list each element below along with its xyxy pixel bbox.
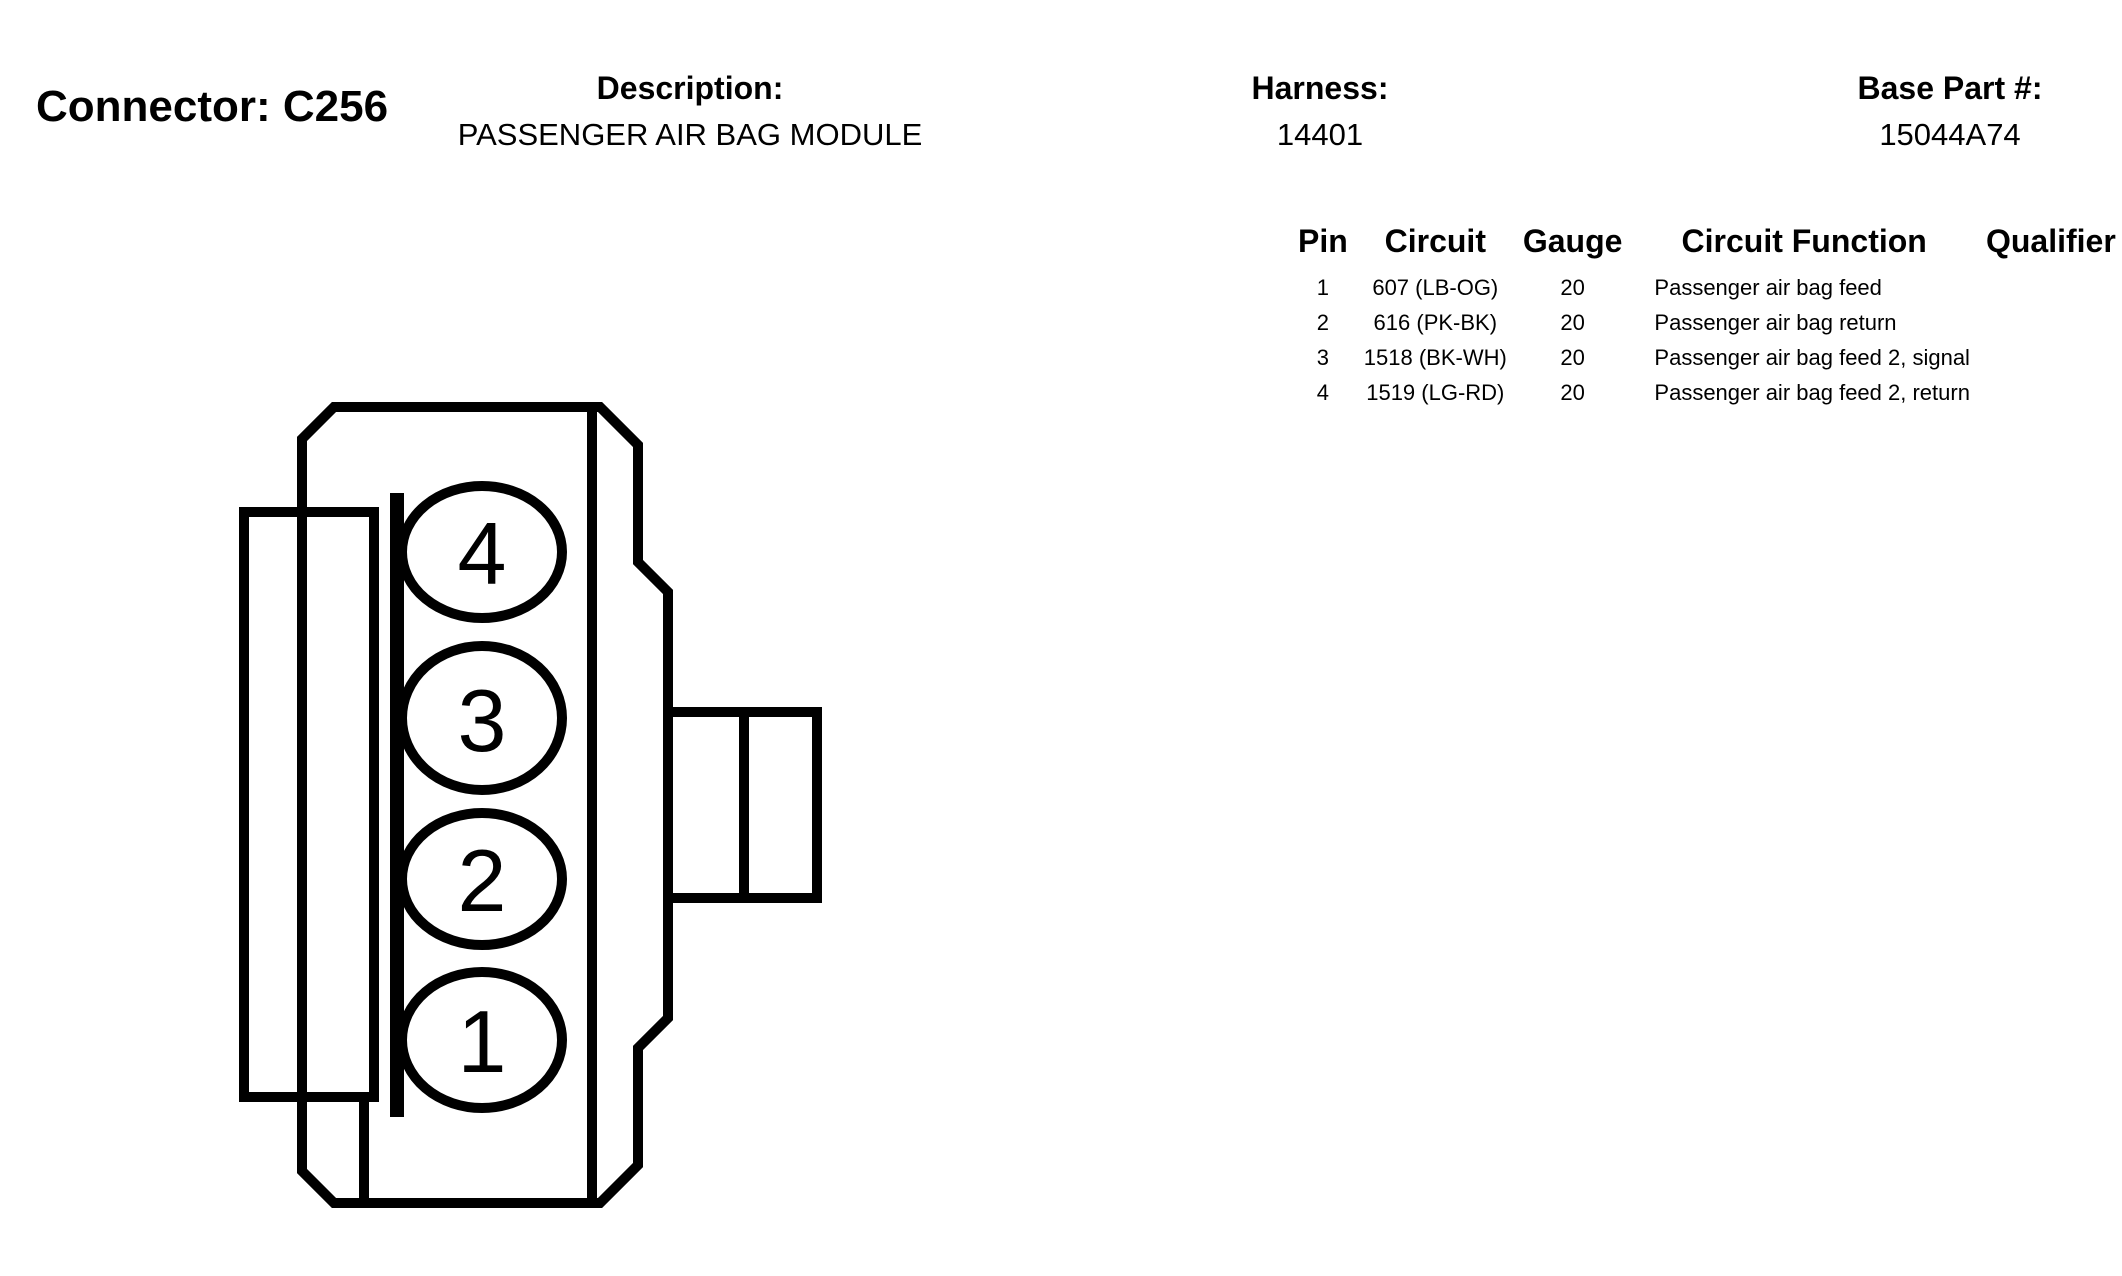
connector-title: Connector: C256 <box>36 82 389 131</box>
circuit-cell: 616 (PK-BK) <box>1373 309 1498 335</box>
column-header-circuit: Circuit <box>1384 222 1486 259</box>
harness-label: Harness: <box>1251 70 1389 106</box>
circuit-cell: 1518 (BK-WH) <box>1363 344 1507 370</box>
base-part-block: Base Part #: 15044A74 <box>1800 70 2100 153</box>
pin-label-4: 4 <box>458 504 507 603</box>
harness-block: Harness: 14401 <box>1200 70 1440 153</box>
pin-table: Pin Circuit Gauge Circuit Function Quali… <box>1290 220 2122 410</box>
pin-label-2: 2 <box>458 831 507 930</box>
column-header-gauge: Gauge <box>1522 222 1623 259</box>
table-row: 4 1519 (LG-RD) 20 Passenger air bag feed… <box>1290 375 2122 410</box>
pin-cell: 4 <box>1316 379 1330 405</box>
function-cell: Passenger air bag return <box>1654 309 1897 335</box>
description-block: Description: PASSENGER AIR BAG MODULE <box>420 70 960 153</box>
table-row: 3 1518 (BK-WH) 20 Passenger air bag feed… <box>1290 340 2122 375</box>
column-header-circuit-function: Circuit Function <box>1681 222 1927 259</box>
description-value: PASSENGER AIR BAG MODULE <box>457 117 923 152</box>
pin-cell: 3 <box>1316 344 1330 370</box>
gauge-cell: 20 <box>1560 309 1585 335</box>
circuit-cell: 607 (LB-OG) <box>1372 274 1499 300</box>
pin-cell: 2 <box>1316 309 1330 335</box>
table-header-row: Pin Circuit Gauge Circuit Function Quali… <box>1290 220 2122 270</box>
table-row: 2 616 (PK-BK) 20 Passenger air bag retur… <box>1290 305 2122 340</box>
pin-label-3: 3 <box>458 671 507 770</box>
pin-label-1: 1 <box>458 992 507 1091</box>
gauge-cell: 20 <box>1560 274 1585 300</box>
function-cell: Passenger air bag feed 2, return <box>1654 379 1970 405</box>
pin-cavity-3 <box>397 641 567 795</box>
gauge-cell: 20 <box>1560 379 1585 405</box>
harness-value: 14401 <box>1276 117 1364 152</box>
pin-cavity-4 <box>397 481 567 623</box>
connector-housing-outline <box>297 402 673 1208</box>
column-header-pin: Pin <box>1298 222 1348 259</box>
pin-cavity-1 <box>397 967 567 1113</box>
locking-tab <box>239 507 379 1102</box>
function-cell: Passenger air bag feed 2, signal <box>1654 344 1970 370</box>
function-cell: Passenger air bag feed <box>1654 274 1882 300</box>
description-label: Description: <box>596 70 784 106</box>
pin-cavity-2 <box>397 808 567 950</box>
column-header-qualifier: Qualifier <box>1985 222 2116 259</box>
base-part-value: 15044A74 <box>1879 117 2021 152</box>
gauge-cell: 20 <box>1560 344 1585 370</box>
pin-cell: 1 <box>1316 274 1330 300</box>
circuit-cell: 1519 (LG-RD) <box>1366 379 1505 405</box>
base-part-label: Base Part #: <box>1857 70 2043 106</box>
table-row: 1 607 (LB-OG) 20 Passenger air bag feed <box>1290 270 2122 305</box>
